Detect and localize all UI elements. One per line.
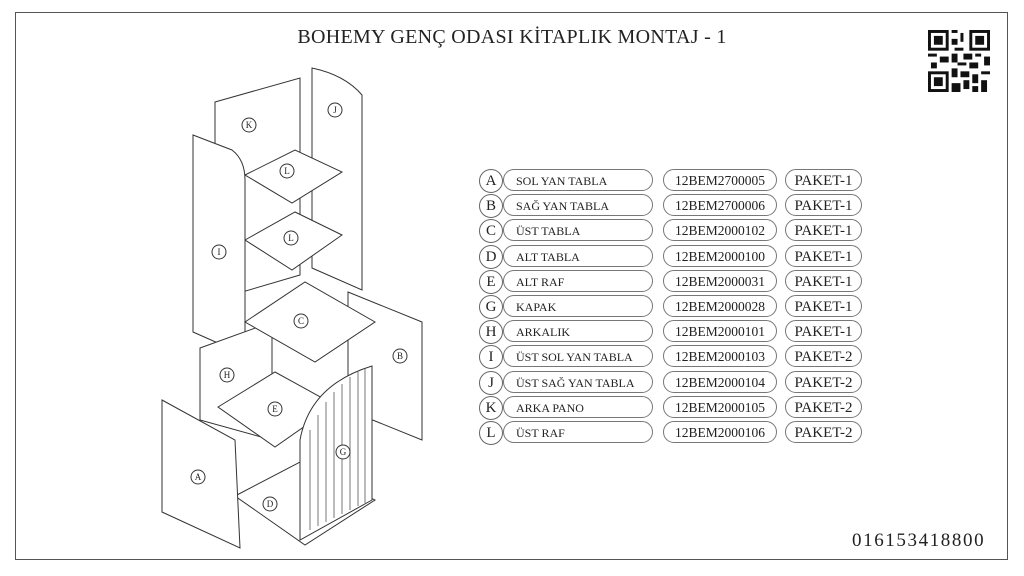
svg-text:D: D: [267, 499, 274, 509]
part-letter: G: [479, 295, 503, 319]
svg-text:A: A: [195, 472, 202, 482]
document-code: 016153418800: [852, 530, 986, 551]
part-code: 12BEM2000100: [663, 244, 777, 267]
part-package: PAKET-2: [785, 370, 862, 393]
label-b: B: [392, 348, 408, 364]
part-name: ÜST SAĞ YAN TABLA: [503, 370, 653, 393]
part-code: 12BEM2000028: [663, 295, 777, 317]
part-package: PAKET-2: [785, 421, 862, 443]
panel-c: [244, 281, 376, 363]
part-name: ARKA PANO: [503, 395, 653, 418]
part-package: PAKET-2: [785, 345, 862, 368]
page-frame: [15, 12, 1008, 560]
part-code: 12BEM2000101: [663, 320, 777, 343]
part-package: PAKET-1: [785, 269, 862, 292]
part-name: ALT RAF: [503, 269, 653, 292]
label-l-top: L: [279, 163, 295, 179]
label-c: C: [293, 313, 309, 329]
part-name: KAPAK: [503, 295, 653, 317]
part-letter: I: [479, 345, 503, 370]
qr-code-icon: [928, 30, 990, 92]
part-letter: E: [479, 269, 503, 294]
part-package: PAKET-2: [785, 395, 862, 418]
svg-text:G: G: [340, 447, 347, 457]
part-code: 12BEM2000031: [663, 269, 777, 292]
part-package: PAKET-1: [785, 219, 862, 242]
part-package: PAKET-1: [785, 295, 862, 317]
part-code: 12BEM2700005: [663, 169, 777, 191]
page-title: BOHEMY GENÇ ODASI KİTAPLIK MONTAJ - 1: [297, 26, 727, 48]
part-name: SOL YAN TABLA: [503, 169, 653, 191]
label-a: A: [190, 469, 206, 485]
part-name: ÜST SOL YAN TABLA: [503, 345, 653, 368]
part-letter: L: [479, 421, 503, 445]
svg-text:I: I: [218, 247, 221, 257]
svg-text:H: H: [224, 370, 231, 380]
part-code: 12BEM2000104: [663, 370, 777, 393]
part-package: PAKET-1: [785, 169, 862, 191]
part-name: ARKALIK: [503, 320, 653, 343]
part-letter: D: [479, 244, 503, 269]
panel-l-top: [243, 149, 344, 204]
part-letter: H: [479, 320, 503, 345]
part-code: 12BEM2000103: [663, 345, 777, 368]
part-letter: A: [479, 169, 503, 193]
label-d: D: [262, 496, 278, 512]
part-package: PAKET-1: [785, 244, 862, 267]
label-h: H: [219, 367, 235, 383]
part-letter: K: [479, 395, 503, 420]
part-code: 12BEM2700006: [663, 194, 777, 217]
svg-text:L: L: [284, 166, 290, 176]
svg-text:E: E: [272, 404, 278, 414]
label-k: K: [241, 117, 257, 133]
part-name: ÜST TABLA: [503, 219, 653, 242]
label-g: G: [335, 444, 351, 460]
exploded-assembly-diagram: K J L L I C B H E G A D: [161, 67, 423, 549]
svg-text:L: L: [288, 233, 294, 243]
part-name: ALT TABLA: [503, 244, 653, 267]
part-name: ÜST RAF: [503, 421, 653, 443]
svg-text:K: K: [246, 120, 253, 130]
label-l-mid: L: [283, 230, 299, 246]
svg-text:C: C: [298, 316, 304, 326]
part-code: 12BEM2000105: [663, 395, 777, 418]
part-code: 12BEM2000102: [663, 219, 777, 242]
part-letter: B: [479, 194, 503, 219]
label-e: E: [267, 401, 283, 417]
part-letter: J: [479, 370, 503, 395]
svg-text:B: B: [397, 351, 403, 361]
part-letter: C: [479, 219, 503, 244]
part-package: PAKET-1: [785, 194, 862, 217]
part-package: PAKET-1: [785, 320, 862, 343]
label-i: I: [211, 244, 227, 260]
svg-text:J: J: [333, 105, 337, 115]
part-code: 12BEM2000106: [663, 421, 777, 443]
part-name: SAĞ YAN TABLA: [503, 194, 653, 217]
label-j: J: [327, 102, 343, 118]
